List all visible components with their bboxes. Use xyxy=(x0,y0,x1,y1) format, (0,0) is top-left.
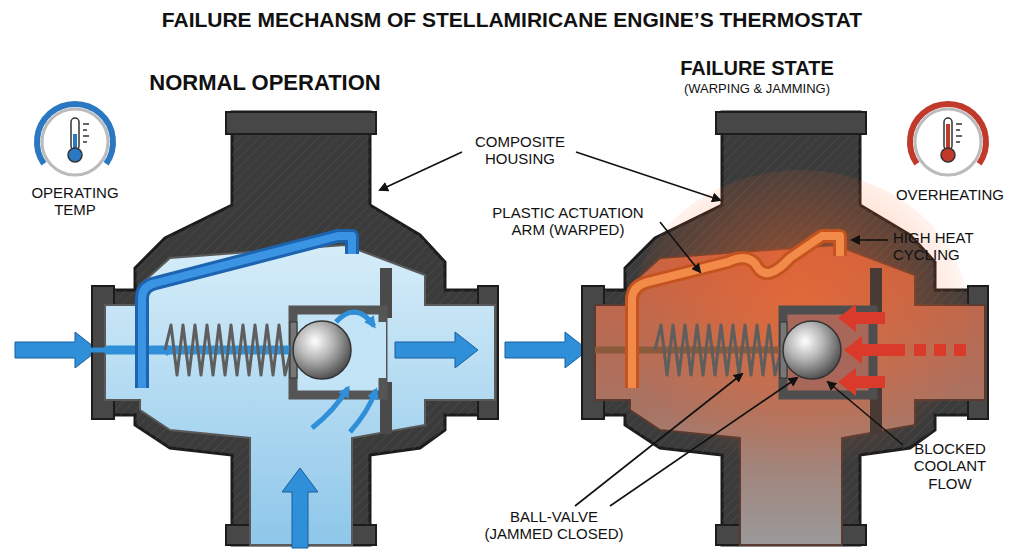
leader-line xyxy=(660,222,700,272)
part-label: PLASTIC ACTUATION ARM (WARPED) xyxy=(478,204,658,239)
composite-housing xyxy=(582,112,988,545)
inlet-arrow xyxy=(15,332,98,368)
part-label: COMPOSITE HOUSING xyxy=(464,133,576,168)
leader-line xyxy=(380,152,462,190)
temp-gauge-normal xyxy=(37,104,113,175)
blocked-flow-arrow xyxy=(838,304,885,332)
gauge-label: OPERATING TEMP xyxy=(20,184,130,219)
blocked-flow-arrow xyxy=(838,368,885,396)
ball-valve-jammed xyxy=(783,321,841,379)
gauge-face xyxy=(42,109,108,175)
spring xyxy=(655,325,781,375)
gauge-face xyxy=(915,109,981,175)
flow-arrow xyxy=(312,388,348,428)
gauge-arc xyxy=(910,104,986,164)
leader-line xyxy=(576,152,720,200)
part-label: BLOCKED COOLANT FLOW xyxy=(904,440,996,492)
part-label: HIGH HEAT CYCLING xyxy=(893,229,988,264)
thermometer-bulb xyxy=(68,148,82,162)
spring xyxy=(165,325,291,375)
warped-arm-highlight xyxy=(632,236,840,388)
leader-line xyxy=(610,378,797,506)
dashed-flow xyxy=(914,344,926,356)
panel-subheading: (WARPING & JAMMING) xyxy=(657,82,857,97)
inlet-arrow xyxy=(505,332,588,368)
dashed-flow xyxy=(934,344,946,356)
outlet-arrow xyxy=(395,332,478,368)
leader-line xyxy=(575,374,742,506)
blocked-flow-arrow xyxy=(844,336,905,364)
bypass-arrow xyxy=(282,468,318,548)
diagram-title: FAILURE MECHANSM OF STELLAMIRICANE ENGIN… xyxy=(0,8,1024,32)
dashed-flow xyxy=(954,344,966,356)
warped-arm xyxy=(632,236,840,388)
panel-heading: FAILURE STATE xyxy=(657,57,857,80)
leader-line xyxy=(852,239,888,241)
valve-seat xyxy=(293,310,383,395)
seat-opening xyxy=(372,322,386,378)
gauge-ticks xyxy=(956,124,962,142)
thermostat-failure xyxy=(505,112,988,545)
gauge-arc xyxy=(37,104,113,164)
flow-arrow xyxy=(350,390,376,432)
flow-arrow xyxy=(90,348,175,353)
temp-gauge-overheat xyxy=(910,104,986,175)
thermostat-normal xyxy=(15,112,498,548)
actuation-arm xyxy=(142,236,352,388)
thermometer-bulb xyxy=(941,148,955,162)
heat-glow xyxy=(630,170,970,470)
leader-lines xyxy=(380,152,903,506)
ball-valve xyxy=(293,321,351,379)
leader-line xyxy=(828,382,903,445)
part-label: BALL-VALVE (JAMMED CLOSED) xyxy=(484,508,624,543)
actuation-arm-highlight xyxy=(142,236,352,388)
flow-arrow xyxy=(336,312,374,326)
gauge-label: OVERHEATING xyxy=(885,186,1015,203)
panel-heading: NORMAL OPERATION xyxy=(135,70,395,95)
gauge-ticks xyxy=(83,124,89,142)
